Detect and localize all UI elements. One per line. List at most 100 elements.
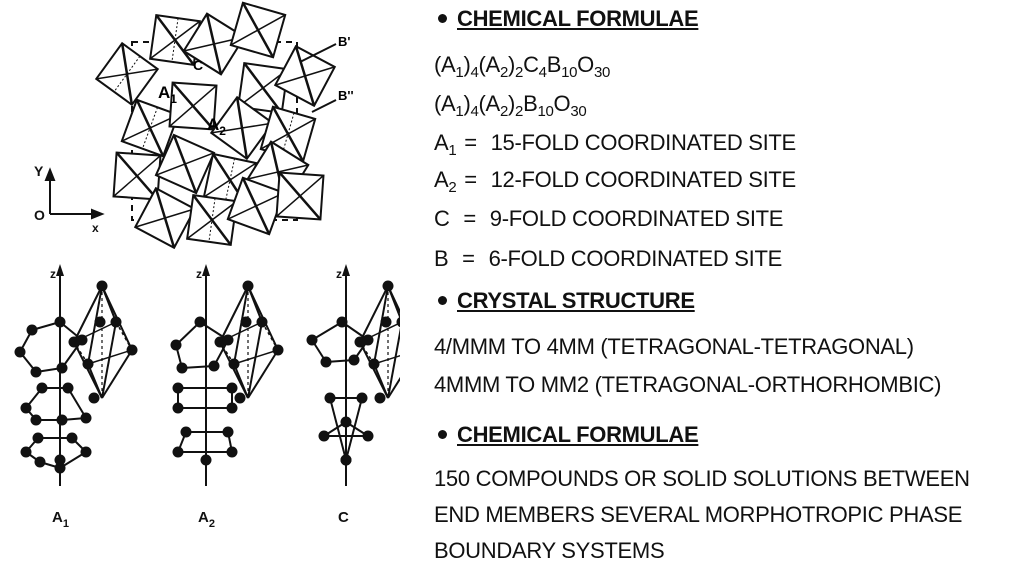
column-label: C bbox=[338, 509, 349, 526]
atom bbox=[20, 446, 32, 458]
atom bbox=[396, 316, 408, 328]
atom bbox=[56, 414, 68, 426]
atom bbox=[226, 382, 238, 394]
atom bbox=[172, 446, 184, 458]
plan-label-a2: A2 bbox=[207, 115, 226, 138]
atom bbox=[194, 316, 206, 328]
atom bbox=[66, 432, 78, 444]
atom bbox=[234, 392, 246, 404]
atom bbox=[170, 339, 182, 351]
atom bbox=[362, 430, 374, 442]
atom bbox=[226, 402, 238, 414]
atom bbox=[336, 316, 348, 328]
column-z-label: z bbox=[50, 267, 56, 281]
site-definition: A2 = 12-FOLD COORDINATED SITE bbox=[434, 167, 796, 196]
plan-label-b-double-prime: B'' bbox=[338, 88, 354, 103]
octahedron bbox=[186, 194, 238, 246]
atom bbox=[36, 382, 48, 394]
atom bbox=[54, 316, 66, 328]
atom bbox=[240, 316, 252, 328]
atom bbox=[180, 426, 192, 438]
formula-2: (A1)4(A2)2B10O30 bbox=[434, 91, 587, 120]
atom bbox=[54, 462, 66, 474]
site-definition: B = 6-FOLD COORDINATED SITE bbox=[434, 246, 782, 271]
atom bbox=[340, 416, 352, 428]
section1-heading: CHEMICAL FORMULAE bbox=[434, 6, 699, 32]
plan-labels: C A1 A2 B' B'' bbox=[158, 34, 354, 138]
atom bbox=[200, 454, 212, 466]
coordination-column-2: zA2 bbox=[170, 264, 284, 530]
atom bbox=[56, 362, 68, 374]
column-z-label: z bbox=[336, 267, 342, 281]
octahedron bbox=[120, 98, 180, 158]
atom bbox=[208, 360, 220, 372]
atom bbox=[222, 426, 234, 438]
column-z-label: z bbox=[196, 267, 202, 281]
atom bbox=[32, 432, 44, 444]
atom bbox=[356, 392, 368, 404]
atom bbox=[80, 412, 92, 424]
atom bbox=[318, 430, 330, 442]
axis-indicator: Y O x bbox=[34, 163, 105, 235]
plan-label-a1: A1 bbox=[158, 83, 177, 106]
octahedron bbox=[229, 1, 287, 59]
atom bbox=[222, 334, 234, 346]
text-panel: CHEMICAL FORMULAE (A1)4(A2)2C4B10O30 (A1… bbox=[434, 0, 1014, 563]
octahedron bbox=[209, 95, 275, 161]
structure-line-2: 4MMM TO MM2 (TETRAGONAL-ORTHORHOMBIC) bbox=[434, 372, 942, 397]
atom bbox=[242, 280, 254, 292]
atom bbox=[26, 324, 38, 336]
atom bbox=[62, 382, 74, 394]
octahedron bbox=[112, 151, 162, 201]
atom bbox=[80, 446, 92, 458]
octahedron bbox=[133, 186, 197, 250]
site-definition: A1 = 15-FOLD COORDINATED SITE bbox=[434, 130, 796, 159]
compounds-line-3: BOUNDARY SYSTEMS bbox=[434, 538, 665, 563]
atom bbox=[30, 414, 42, 426]
atom bbox=[54, 454, 66, 466]
octahedron bbox=[226, 176, 286, 236]
plan-label-c: C bbox=[193, 57, 203, 73]
atom bbox=[30, 366, 42, 378]
atom bbox=[374, 392, 386, 404]
atom bbox=[380, 316, 392, 328]
bullet-icon bbox=[438, 430, 447, 440]
coordination-column-1: zA1 bbox=[14, 264, 138, 530]
section2-heading: CRYSTAL STRUCTURE bbox=[434, 288, 695, 314]
section3-heading: CHEMICAL FORMULAE bbox=[434, 422, 699, 448]
atom bbox=[226, 446, 238, 458]
atom bbox=[96, 280, 108, 292]
structure-line-1: 4/MMM TO 4MM (TETRAGONAL-TETRAGONAL) bbox=[434, 334, 914, 359]
coordination-column-3: zC bbox=[306, 264, 424, 526]
atom bbox=[172, 382, 184, 394]
axis-label-y: Y bbox=[34, 163, 44, 179]
atom bbox=[14, 346, 26, 358]
atom bbox=[362, 334, 374, 346]
compounds-line-2: END MEMBERS SEVERAL MORPHOTROPIC PHASE bbox=[434, 502, 963, 527]
atom bbox=[94, 316, 106, 328]
atom bbox=[306, 334, 318, 346]
site-definition: C = 9-FOLD COORDINATED SITE bbox=[434, 206, 784, 231]
atom bbox=[324, 392, 336, 404]
formula-1: (A1)4(A2)2C4B10O30 bbox=[434, 52, 611, 81]
atom bbox=[382, 280, 394, 292]
plan-label-b-prime: B' bbox=[338, 34, 350, 49]
atom bbox=[76, 334, 88, 346]
axis-label-origin: O bbox=[34, 207, 45, 223]
octahedron bbox=[275, 171, 325, 221]
atom bbox=[348, 354, 360, 366]
atom bbox=[88, 392, 100, 404]
column-label: A2 bbox=[198, 509, 215, 530]
column-label: A1 bbox=[52, 509, 69, 530]
atom bbox=[34, 456, 46, 468]
bullet-icon bbox=[438, 14, 447, 24]
octahedron bbox=[154, 133, 216, 195]
octahedron bbox=[94, 41, 160, 107]
axis-label-x: x bbox=[92, 221, 99, 235]
atom bbox=[340, 454, 352, 466]
atom bbox=[172, 402, 184, 414]
plan-view bbox=[94, 1, 337, 250]
octahedra-group bbox=[94, 1, 337, 250]
